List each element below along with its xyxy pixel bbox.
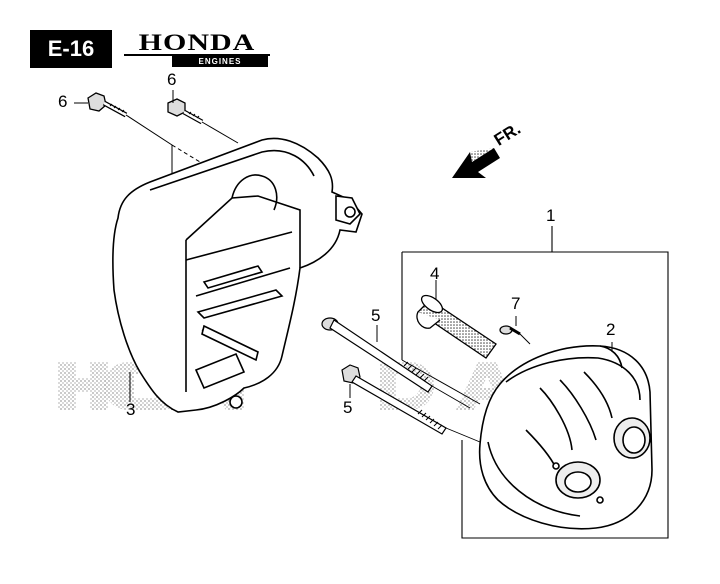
leader-misc	[401, 333, 531, 405]
callout-4: 4	[430, 264, 440, 283]
brand-name: HONDA	[138, 29, 256, 56]
callout-1: 1	[546, 206, 556, 225]
bolt-6-left	[87, 92, 128, 118]
muffler-body	[478, 342, 653, 530]
spark-arrester	[416, 280, 497, 359]
stud-bolt-5-upper	[321, 317, 471, 409]
callout-7: 7	[511, 294, 521, 313]
callout-5-lower: 5	[343, 398, 353, 417]
front-direction-arrow	[452, 148, 500, 178]
callout-5-upper: 5	[371, 306, 381, 325]
page-code: E-16	[47, 36, 95, 61]
brand-sub: ENGINES	[172, 56, 268, 67]
stud-bolt-5-lower	[341, 364, 481, 443]
callout-6-right: 6	[167, 70, 177, 89]
callout-6-left: 6	[58, 92, 68, 111]
protector-cover	[112, 137, 363, 413]
page-code-badge: E-16	[30, 30, 112, 68]
muffler-assembly-frame	[401, 226, 669, 539]
brand-rule	[124, 54, 270, 56]
bolt-6-right	[167, 98, 204, 125]
callout-2: 2	[606, 320, 616, 339]
honda-engines-logo: HONDA ENGINES	[124, 29, 270, 67]
callout-3: 3	[126, 400, 136, 419]
leader-5	[349, 325, 378, 398]
screw-7	[499, 316, 521, 336]
